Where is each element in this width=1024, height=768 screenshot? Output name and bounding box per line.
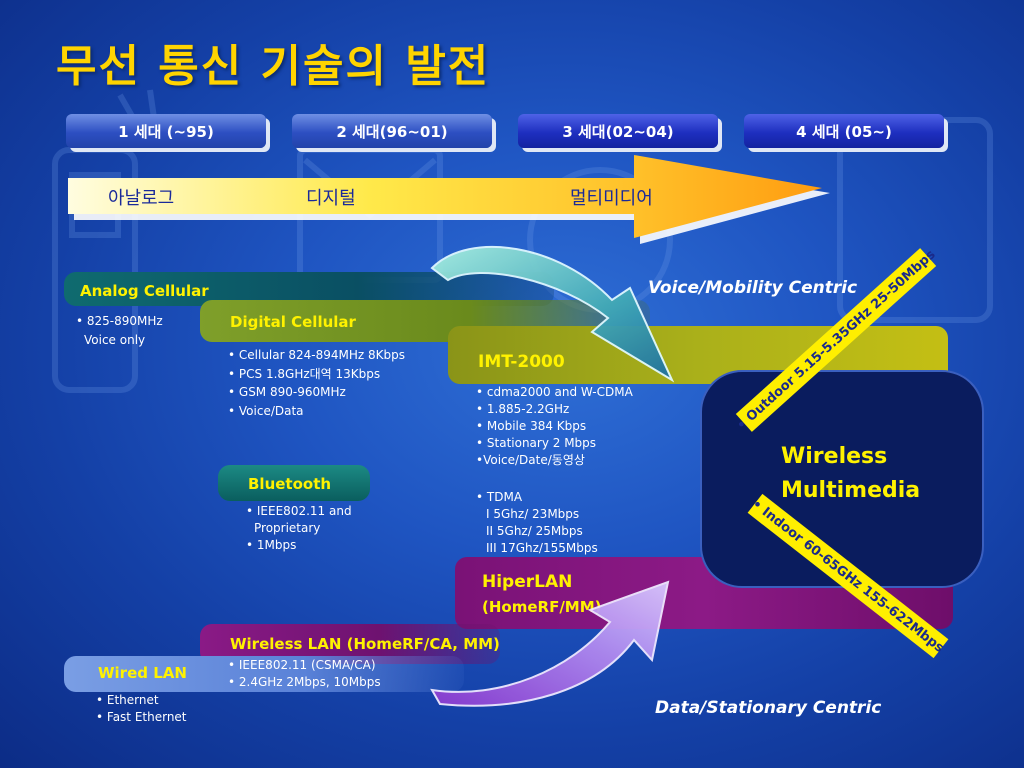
list-item: Proprietary bbox=[254, 521, 321, 535]
generation-1-box: 1 세대 (~95) bbox=[66, 114, 266, 148]
list-item: • IEEE802.11 (CSMA/CA) bbox=[228, 658, 376, 672]
tdma-details: • TDMA I 5Ghz/ 23Mbps II 5Ghz/ 25Mbps II… bbox=[476, 489, 598, 557]
list-item: • IEEE802.11 and bbox=[246, 504, 352, 518]
list-item: • 1Mbps bbox=[246, 538, 297, 552]
timeline-multimedia-label: 멀티미디어 bbox=[570, 188, 653, 209]
timeline-digital-label: 디지털 bbox=[306, 188, 356, 209]
list-item: • Cellular 824-894MHz 8Kbps bbox=[228, 348, 405, 362]
hiperlan-sub-label: (HomeRF/MM) bbox=[482, 598, 602, 616]
generation-2-box: 2 세대(96~01) bbox=[292, 114, 492, 148]
wireless-multimedia-label-line2: Multimedia bbox=[781, 478, 921, 503]
wired-lan-label: Wired LAN bbox=[98, 664, 187, 682]
voice-centric-label: Voice/Mobility Centric bbox=[648, 278, 858, 298]
list-item: • 1.885-2.2GHz bbox=[476, 402, 570, 416]
wireless-multimedia-label-line1: Wireless bbox=[781, 444, 888, 469]
list-item: • cdma2000 and W-CDMA bbox=[476, 385, 633, 399]
list-item: • Voice/Data bbox=[228, 403, 304, 418]
list-item: III 17Ghz/155Mbps bbox=[486, 541, 598, 555]
page-title: 무선 통신 기술의 발전 bbox=[56, 41, 491, 92]
list-item: • Ethernet bbox=[96, 693, 159, 707]
data-centric-label: Data/Stationary Centric bbox=[655, 698, 882, 718]
list-item: • 825-890MHz bbox=[76, 314, 163, 328]
list-item: • Mobile 384 Kbps bbox=[476, 419, 587, 433]
timeline-arrow bbox=[68, 155, 830, 244]
generation-4-box: 4 세대 (05~) bbox=[744, 114, 944, 148]
list-item: • PCS 1.8GHz대역 13Kbps bbox=[228, 366, 381, 381]
curved-arrow-data bbox=[430, 580, 670, 707]
wireless-lan-details: • IEEE802.11 (CSMA/CA) • 2.4GHz 2Mbps, 1… bbox=[228, 657, 381, 691]
wireless-lan-label: Wireless LAN (HomeRF/CA, MM) bbox=[230, 635, 500, 653]
list-item: II 5Ghz/ 25Mbps bbox=[486, 524, 583, 538]
imt2000-details: • cdma2000 and W-CDMA • 1.885-2.2GHz • M… bbox=[476, 384, 633, 469]
list-item: • Stationary 2 Mbps bbox=[476, 436, 597, 450]
hiperlan-label: HiperLAN bbox=[482, 572, 573, 592]
analog-cellular-label: Analog Cellular bbox=[80, 282, 209, 300]
bluetooth-details: • IEEE802.11 and Proprietary • 1Mbps bbox=[246, 503, 352, 554]
list-item: • Fast Ethernet bbox=[96, 710, 187, 724]
curved-arrow-voice bbox=[430, 246, 675, 383]
bluetooth-bar bbox=[218, 465, 370, 501]
list-item: • 2.4GHz 2Mbps, 10Mbps bbox=[228, 675, 381, 689]
bluetooth-label: Bluetooth bbox=[248, 475, 332, 493]
list-item: • GSM 890-960MHz bbox=[228, 385, 346, 399]
analog-cellular-details: • 825-890MHz Voice only bbox=[76, 312, 163, 349]
timeline-analog-label: 아날로그 bbox=[108, 188, 175, 209]
imt2000-label: IMT-2000 bbox=[478, 352, 565, 372]
digital-cellular-label: Digital Cellular bbox=[230, 313, 356, 331]
list-item: Voice only bbox=[84, 332, 146, 347]
generation-3-box: 3 세대(02~04) bbox=[518, 114, 718, 148]
digital-cellular-details: • Cellular 824-894MHz 8Kbps • PCS 1.8GHz… bbox=[228, 346, 405, 420]
wired-lan-bar bbox=[64, 656, 464, 692]
list-item: •Voice/Date/동영상 bbox=[476, 453, 585, 467]
list-item: • TDMA bbox=[476, 490, 523, 504]
wired-lan-details: • Ethernet • Fast Ethernet bbox=[96, 692, 187, 726]
list-item: I 5Ghz/ 23Mbps bbox=[486, 507, 580, 521]
